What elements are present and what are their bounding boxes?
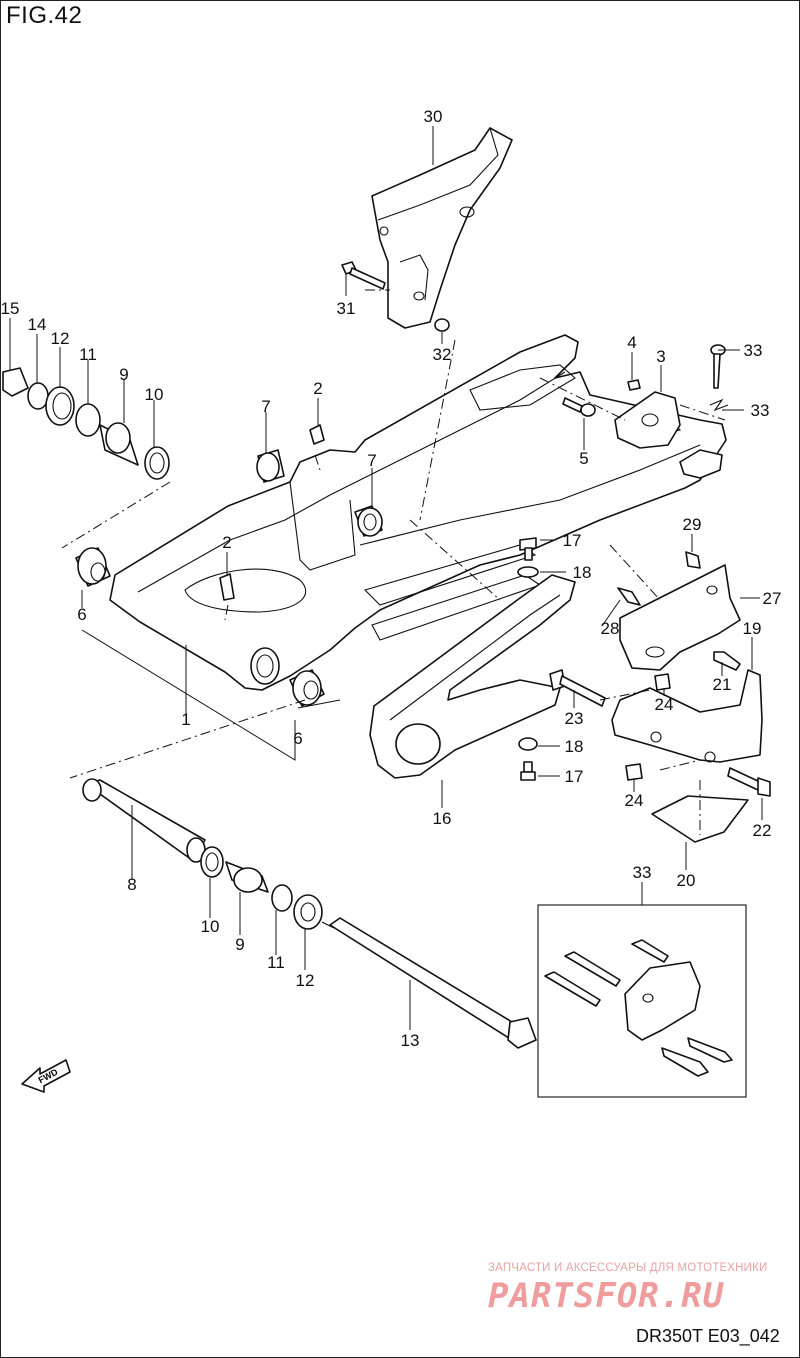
callout-18-upper: 18 [573, 563, 592, 582]
bolt-22-part [727, 767, 771, 797]
callout-2-lower: 2 [222, 533, 231, 552]
callout-10-upper: 10 [145, 385, 164, 404]
bolt-23-part [549, 669, 606, 707]
forward-arrow-icon: FWD [21, 1059, 71, 1093]
grease-nipple-2-upper-part [309, 424, 325, 445]
leader-lines [9, 126, 763, 1030]
chain-slider-16-part [369, 574, 576, 779]
bolt-27-part [685, 551, 701, 569]
clip-32-part [709, 398, 729, 412]
callout-25: 27 [763, 589, 782, 608]
callout-3: 3 [656, 347, 665, 366]
bearing-stack-lower-part [200, 846, 323, 930]
bolt-5-part [562, 397, 596, 417]
guard-plate-20-part [651, 795, 749, 843]
washer-30-part [434, 318, 450, 332]
nut-24-upper-part [654, 673, 671, 691]
callout-13: 13 [401, 1031, 420, 1050]
screw-4-part [627, 379, 641, 391]
bracket-3-part [614, 391, 681, 449]
callout-31: 33 [744, 341, 763, 360]
callout-2-upper: 2 [313, 379, 322, 398]
bushing-6-left-part [75, 547, 111, 587]
callout-17-upper: 17 [563, 531, 582, 550]
bushing-7-upper-part [256, 449, 285, 483]
callout-26: 28 [601, 619, 620, 638]
callout-22: 22 [753, 821, 772, 840]
bracket-19-part [611, 669, 763, 763]
nut-24-lower-part [625, 763, 643, 781]
figure-title: FIG.42 [6, 2, 83, 29]
bolt-26-part [617, 587, 641, 606]
callout-10-lower: 10 [201, 917, 220, 936]
bearing-stack-upper-part [2, 367, 170, 480]
callout-32: 33 [751, 401, 770, 420]
bracket-25-part [619, 564, 741, 671]
callout-16: 16 [433, 809, 452, 828]
callout-29: 31 [337, 299, 356, 318]
pin-31-part [710, 344, 726, 389]
callout-14: 14 [28, 315, 47, 334]
callout-5: 5 [579, 449, 588, 468]
alignment-lines [61, 289, 726, 835]
washer-18-lower-part [518, 737, 538, 751]
callout-27: 29 [683, 515, 702, 534]
callout-6-right: 6 [293, 729, 302, 748]
callout-7-lower: 7 [367, 451, 376, 470]
callout-18-lower: 18 [565, 737, 584, 756]
bolt-29-part [341, 261, 386, 290]
callout-30: 32 [433, 345, 452, 364]
watermark-caption: ЗАПЧАСТИ И АКСЕССУАРЫ ДЛЯ МОТОТЕХНИКИ [488, 1262, 768, 1274]
callout-20: 20 [677, 871, 696, 890]
callout-1: 1 [181, 710, 190, 729]
callout-4: 4 [627, 333, 636, 352]
bolt-21-part [713, 651, 741, 671]
bolt-17-upper-part [519, 537, 537, 561]
kit-33-box [537, 904, 747, 1098]
bolt-17-lower-part [520, 761, 536, 781]
callout-19: 19 [743, 619, 762, 638]
callout-33: 33 [633, 863, 652, 882]
callout-12-lower: 12 [296, 971, 315, 990]
callout-9-upper: 9 [119, 365, 128, 384]
callout-11-lower: 11 [267, 953, 285, 972]
callout-28: 30 [424, 107, 443, 126]
callout-11-upper: 11 [79, 345, 97, 364]
bushing-7-lower-part [354, 505, 383, 537]
callout-15: 15 [1, 299, 20, 318]
callout-9-lower: 9 [235, 935, 244, 954]
callout-24-upper: 24 [655, 695, 674, 714]
watermark-logo: PARTSFOR.RU [488, 1276, 725, 1316]
callout-labels: 30 31 32 15 14 12 11 9 10 7 2 7 2 6 1 6 … [1, 107, 782, 1050]
callout-24-lower: 24 [625, 791, 644, 810]
callout-17-lower: 17 [565, 767, 584, 786]
reference-code: DR350T E03_042 [636, 1326, 780, 1346]
washer-18-upper-part [517, 566, 539, 578]
chain-cover-part [371, 127, 513, 329]
callout-21: 21 [713, 675, 732, 694]
sleeve-8-part [82, 778, 206, 863]
callout-12-upper: 12 [51, 329, 70, 348]
callout-7-upper: 7 [261, 397, 270, 416]
pivot-axle-13-part [321, 917, 537, 1049]
bushing-6-right-part [289, 669, 325, 707]
callout-6-left: 6 [77, 605, 86, 624]
callout-23: 23 [565, 709, 584, 728]
swingarm-part [109, 334, 727, 691]
callout-8: 8 [127, 875, 136, 894]
